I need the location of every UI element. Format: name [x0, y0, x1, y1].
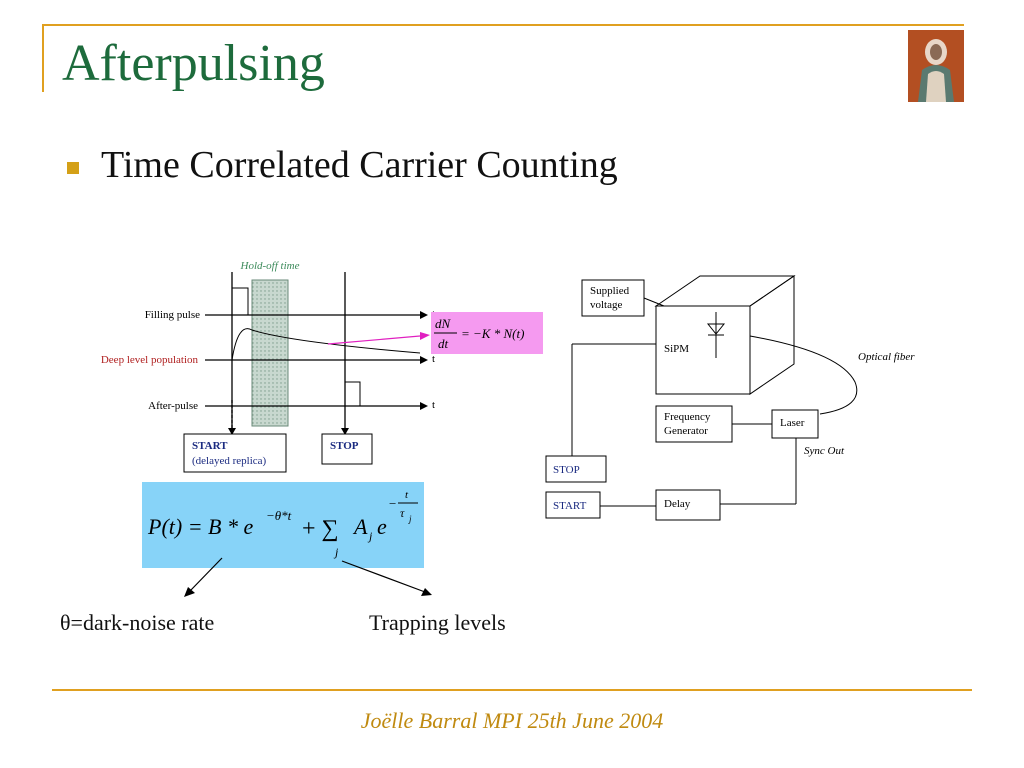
- svg-text:j: j: [333, 545, 339, 559]
- footer-text: Joëlle Barral MPI 25th June 2004: [360, 708, 664, 733]
- laser-box: [771, 409, 819, 439]
- timing-diagram: Hold-off time t t t Filling pulse Deep l…: [101, 260, 435, 473]
- supplied-voltage-box: [581, 279, 645, 317]
- svg-text:= −K * N(t): = −K * N(t): [461, 326, 524, 341]
- title-accent-horizontal: [42, 24, 964, 26]
- delay-box: [655, 489, 721, 521]
- setup-stop-box: [545, 455, 607, 483]
- svg-text:dt: dt: [438, 336, 449, 351]
- axis-t-2: t: [432, 353, 435, 365]
- bullet-text: Time Correlated Carrier Counting: [101, 144, 618, 186]
- title-accent-vertical: [42, 24, 44, 92]
- setup-diagram: Supplied voltage SiPM Optical fiber Freq…: [545, 275, 915, 521]
- axis-t-3: t: [432, 399, 435, 411]
- bullet-marker: [67, 162, 79, 174]
- svg-text:STOP: STOP: [553, 464, 580, 476]
- stop-label: STOP: [330, 440, 359, 452]
- svg-text:−: −: [389, 496, 396, 511]
- optical-fiber-label: Optical fiber: [858, 351, 915, 363]
- svg-text:Supplied: Supplied: [590, 285, 630, 297]
- svg-text:Delay: Delay: [664, 498, 691, 510]
- start-box: [183, 433, 287, 473]
- annotation-arrows: [184, 557, 432, 597]
- svg-text:t: t: [405, 489, 409, 501]
- diode-icon: [706, 312, 726, 358]
- svg-text:τ: τ: [400, 506, 405, 520]
- slide-title: Afterpulsing: [62, 35, 325, 92]
- start-sub-label: (delayed replica): [192, 455, 267, 467]
- svg-text:Laser: Laser: [780, 417, 805, 429]
- svg-text:e: e: [377, 514, 387, 539]
- frequency-generator-box: [655, 405, 733, 443]
- svg-text:P(t) = B * e: P(t) = B * e: [147, 514, 253, 539]
- rate-equation: dN dt = −K * N(t): [431, 312, 543, 354]
- row-label-filling: Filling pulse: [145, 309, 200, 321]
- hold-off-label: Hold-off time: [240, 260, 300, 272]
- trapping-levels-label: Trapping levels: [369, 610, 506, 635]
- svg-text:j: j: [408, 514, 412, 524]
- sipm-label: SiPM: [664, 343, 689, 355]
- svg-text:Frequency: Frequency: [664, 411, 711, 423]
- sipm-box: [654, 275, 796, 395]
- svg-text:+ ∑: + ∑: [302, 516, 339, 542]
- dark-noise-label: θ=dark-noise rate: [60, 610, 215, 635]
- row-label-deep-level: Deep level population: [101, 354, 199, 366]
- footer-rule: [52, 689, 972, 691]
- main-equation: P(t) = B * e −θ*t + ∑ j A j e − t τ j: [142, 482, 424, 568]
- setup-start-box: [545, 491, 601, 519]
- hold-off-dots: [252, 280, 288, 426]
- stop-box: [321, 433, 373, 465]
- svg-text:dN: dN: [435, 316, 452, 331]
- start-label: START: [192, 440, 228, 452]
- row-label-after-pulse: After-pulse: [148, 400, 198, 412]
- svg-text:Generator: Generator: [664, 425, 708, 437]
- svg-text:voltage: voltage: [590, 299, 622, 311]
- sync-out-label: Sync Out: [804, 445, 845, 457]
- svg-text:START: START: [553, 500, 587, 512]
- svg-text:−θ*t: −θ*t: [266, 508, 292, 523]
- svg-text:j: j: [367, 529, 373, 543]
- institute-logo-icon: [908, 30, 964, 102]
- svg-text:A: A: [352, 514, 368, 539]
